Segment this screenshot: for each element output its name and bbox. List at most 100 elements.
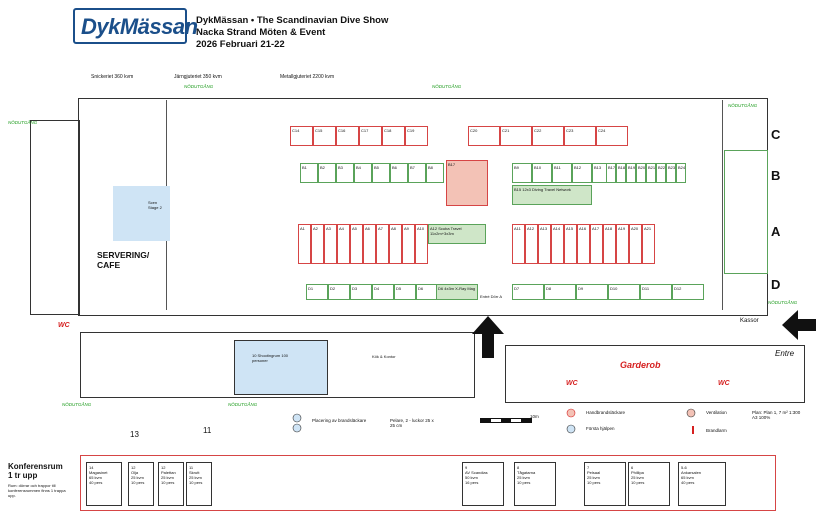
- conference-room-name: Pelsaal: [587, 470, 601, 475]
- booth-c14[interactable]: C14: [290, 126, 313, 146]
- booth-d6[interactable]: D6: [416, 284, 438, 300]
- booth-a9[interactable]: A9: [402, 224, 415, 264]
- wc-label-3: WC: [58, 322, 70, 329]
- booth-c20[interactable]: C20: [468, 126, 500, 146]
- booth-b20[interactable]: B20: [636, 163, 646, 183]
- booth-a14[interactable]: A14: [551, 224, 564, 264]
- exit-label-4: NÖDUTGÅNG: [768, 300, 798, 305]
- booth-d8[interactable]: D8: [544, 284, 576, 300]
- booth-d4[interactable]: D4: [372, 284, 394, 300]
- booth-a2[interactable]: A2: [311, 224, 324, 264]
- conference-room-name: Ankarsalen: [681, 470, 702, 475]
- booth-b17[interactable]: B17: [446, 160, 488, 206]
- booth-a6[interactable]: A6: [363, 224, 376, 264]
- logo: DykMässan: [73, 8, 198, 44]
- conference-room-size: 25 kvm: [161, 475, 174, 480]
- booth-b6[interactable]: B6: [390, 163, 408, 183]
- booth-d3[interactable]: D3: [350, 284, 372, 300]
- booth-b19[interactable]: B19: [626, 163, 636, 183]
- shooting-room: [234, 340, 328, 395]
- booth-c19[interactable]: C19: [405, 126, 428, 146]
- booth-b15[interactable]: B15 12x3 Diving Travel Network: [512, 185, 592, 205]
- conference-room-num: 12: [131, 465, 136, 470]
- kitchen-label: Kök & Kontor: [372, 354, 396, 359]
- alarm-icon: [692, 426, 694, 434]
- booth-b18[interactable]: B18: [616, 163, 626, 183]
- east-booth-block[interactable]: [724, 150, 768, 274]
- booth-c24[interactable]: C24: [596, 126, 628, 146]
- booth-b5[interactable]: B5: [372, 163, 390, 183]
- booth-b24[interactable]: B24: [676, 163, 686, 183]
- header-venue: Nacka Strand Möten & Event: [196, 27, 326, 38]
- booth-b17[interactable]: B17: [606, 163, 616, 183]
- booth-a7[interactable]: A7: [376, 224, 389, 264]
- booth-a11[interactable]: A11: [512, 224, 525, 264]
- conference-room-num: 11: [189, 465, 194, 470]
- booth-d10[interactable]: D10: [608, 284, 640, 300]
- booth-b21[interactable]: B21: [646, 163, 656, 183]
- booth-b23[interactable]: B23: [666, 163, 676, 183]
- row-letter-a: A: [771, 224, 781, 239]
- booth-b9[interactable]: B9: [512, 163, 532, 183]
- conference-room-name: Olja: [131, 470, 139, 475]
- booth-a13[interactable]: A13: [538, 224, 551, 264]
- booth-a5[interactable]: A5: [350, 224, 363, 264]
- garderob-label: Garderob: [620, 360, 661, 370]
- booth-a20[interactable]: A20: [629, 224, 642, 264]
- booth-b1[interactable]: B1: [300, 163, 318, 183]
- booth-a1[interactable]: A1: [298, 224, 311, 264]
- booth-a15[interactable]: A15: [564, 224, 577, 264]
- booth-c22[interactable]: C22: [532, 126, 564, 146]
- booth-d9[interactable]: D9: [576, 284, 608, 300]
- conference-room-cap: 40 pers: [681, 480, 695, 485]
- booth-d6[interactable]: D6 4x3m X-Ray Mag: [436, 284, 478, 300]
- booth-a12[interactable]: A12 Scuba Travel 11x2m+3x3m: [428, 224, 486, 244]
- booth-a12[interactable]: A12: [525, 224, 538, 264]
- booth-a18[interactable]: A18: [603, 224, 616, 264]
- booth-d11[interactable]: D11: [640, 284, 672, 300]
- booth-a21[interactable]: A21: [642, 224, 655, 264]
- booth-d2[interactable]: D2: [328, 284, 350, 300]
- booth-b4[interactable]: B4: [354, 163, 372, 183]
- booth-b2[interactable]: B2: [318, 163, 336, 183]
- booth-a16[interactable]: A16: [577, 224, 590, 264]
- booth-b10[interactable]: B10: [532, 163, 552, 183]
- booth-d1[interactable]: D1: [306, 284, 328, 300]
- booth-a4[interactable]: A4: [337, 224, 350, 264]
- booth-b12[interactable]: B12: [572, 163, 592, 183]
- booth-b3[interactable]: B3: [336, 163, 354, 183]
- booth-c16[interactable]: C16: [336, 126, 359, 146]
- booth-b7[interactable]: B7: [408, 163, 426, 183]
- booth-b8[interactable]: B8: [426, 163, 444, 183]
- booth-c15[interactable]: C15: [313, 126, 336, 146]
- booth-c17[interactable]: C17: [359, 126, 382, 146]
- booth-b11[interactable]: B11: [552, 163, 572, 183]
- booth-a19[interactable]: A19: [616, 224, 629, 264]
- booth-c23[interactable]: C23: [564, 126, 596, 146]
- booth-a8[interactable]: A8: [389, 224, 402, 264]
- hall-divider-east: [722, 100, 723, 310]
- booth-c21[interactable]: C21: [500, 126, 532, 146]
- booth-d5[interactable]: D5: [394, 284, 416, 300]
- exit-label-1: NÖDUTGÅNG: [184, 84, 214, 89]
- booth-b22[interactable]: B22: [656, 163, 666, 183]
- booth-d12[interactable]: D12: [672, 284, 704, 300]
- entrance-wing-outline: [505, 345, 805, 403]
- booth-a17[interactable]: A17: [590, 224, 603, 264]
- legend-fire-ext: Handbrandsläckare: [586, 410, 626, 415]
- booth-d7[interactable]: D7: [512, 284, 544, 300]
- booth-a10[interactable]: A10: [415, 224, 428, 264]
- west-wing-outline: [30, 120, 80, 315]
- smoke-detector-icon: [292, 413, 302, 433]
- booth-c18[interactable]: C18: [382, 126, 405, 146]
- booth-a3[interactable]: A3: [324, 224, 337, 264]
